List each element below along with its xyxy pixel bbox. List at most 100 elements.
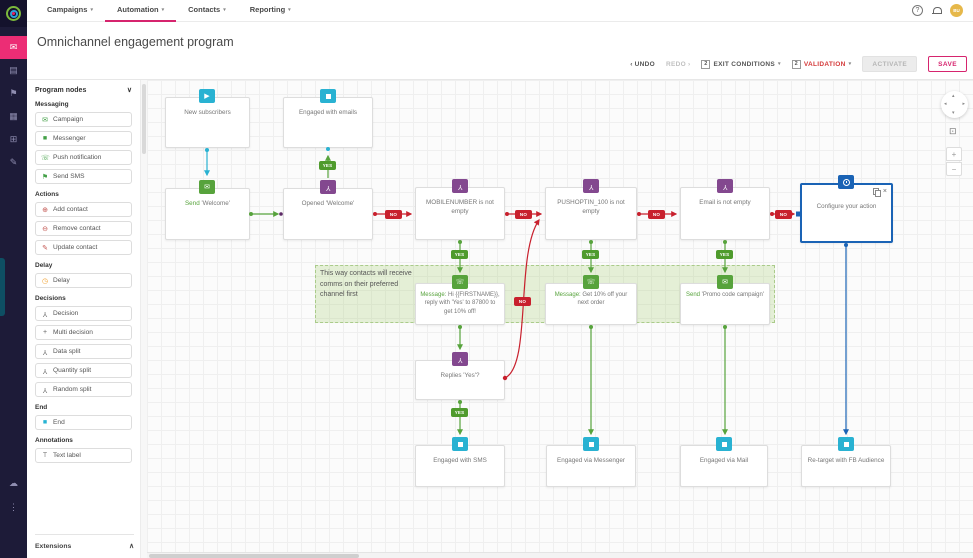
help-icon[interactable]: ? <box>912 5 923 16</box>
panel-item-update-contact[interactable]: ✎Update contact <box>35 240 132 255</box>
push-send-icon[interactable]: ☏ <box>583 275 599 289</box>
square-icon <box>457 441 463 447</box>
quantity-split-icon: Y <box>42 367 48 374</box>
panel-item-remove-contact[interactable]: ⊖Remove contact <box>35 221 132 236</box>
validation-dropdown[interactable]: 2 VALIDATION ▾ <box>791 59 852 69</box>
panel-footer-extensions[interactable]: Extensions∧ <box>35 534 134 550</box>
pan-control[interactable]: ▴ ▾ ◂ ▸ <box>941 91 968 118</box>
fit-to-screen-icon[interactable]: ⊡ <box>949 126 957 136</box>
node-label: Opened 'Welcome' <box>301 200 355 207</box>
panel-item-end[interactable]: ■End <box>35 415 132 430</box>
rail-item-forms[interactable]: ▤ <box>0 59 27 82</box>
annotation-text[interactable]: This way contacts will receive comms on … <box>320 270 412 298</box>
no-branch-badge: NO <box>385 210 402 219</box>
page-header: Omnichannel engagement program ‹UNDO RED… <box>27 22 973 80</box>
bell-icon[interactable] <box>932 6 942 15</box>
pan-left-icon[interactable]: ◂ <box>944 101 947 107</box>
node-mobilenumber-not-empty[interactable]: MOBILENUMBER is not empty <box>415 187 505 240</box>
box-icon: ⊞ <box>9 134 18 144</box>
more-menu-button[interactable]: ⋮ <box>0 502 27 513</box>
end-node-icon[interactable] <box>838 437 854 451</box>
support-button[interactable]: ☁ <box>0 478 27 489</box>
node-retarget-fb-audience[interactable]: Re-target with FB Audience <box>801 445 891 487</box>
nav-reporting[interactable]: Reporting▾ <box>238 0 303 22</box>
chevron-down-icon: ▾ <box>90 6 93 13</box>
node-configure-your-action[interactable]: Configure your action × <box>800 183 893 243</box>
cloud-icon: ☁ <box>9 478 18 488</box>
decision-node-icon[interactable]: Y <box>717 179 733 193</box>
panel-item-add-contact[interactable]: ⊕Add contact <box>35 202 132 217</box>
node-label: Replies 'Yes'? <box>440 372 480 379</box>
split-icon: Y <box>457 355 463 363</box>
end-node-icon[interactable] <box>320 89 336 103</box>
square-icon <box>721 441 727 447</box>
decision-node-icon[interactable]: Y <box>583 179 599 193</box>
panel-item-multi-decision[interactable]: +Multi decision <box>35 325 132 340</box>
app-rail: ✉ ▤ ⚑ ▦ ⊞ ✎ ☁ ⋮ <box>0 0 27 558</box>
avatar[interactable]: BU <box>950 4 963 17</box>
horizontal-scrollbar[interactable] <box>147 552 973 558</box>
decision-node-icon[interactable]: Y <box>452 352 468 366</box>
rail-item-email-campaigns[interactable]: ✉ <box>0 36 27 59</box>
sms-send-icon[interactable]: ☏ <box>452 275 468 289</box>
email-send-icon[interactable]: ✉ <box>717 275 733 289</box>
panel-item-push-notification[interactable]: ☏Push notification <box>35 150 132 165</box>
workflow-canvas[interactable]: This way contacts will receive comms on … <box>147 80 973 558</box>
rail-item-commerce[interactable]: ⊞ <box>0 128 27 151</box>
panel-scrollbar[interactable] <box>140 80 147 558</box>
end-node-icon[interactable] <box>452 437 468 451</box>
square-icon <box>843 441 849 447</box>
split-icon: Y <box>325 183 331 191</box>
zoom-out-button[interactable]: − <box>946 162 962 176</box>
node-engaged-via-mail[interactable]: Engaged via Mail <box>680 445 768 487</box>
delay-node-icon[interactable] <box>838 175 854 189</box>
rail-item-content[interactable]: ✎ <box>0 151 27 174</box>
zoom-in-button[interactable]: + <box>946 147 962 161</box>
yes-branch-badge: YES <box>319 161 336 170</box>
pan-right-icon[interactable]: ▸ <box>962 101 965 107</box>
decision-node-icon[interactable]: Y <box>452 179 468 193</box>
undo-button[interactable]: ‹UNDO <box>630 61 655 68</box>
panel-item-send-sms[interactable]: ⚑Send SMS <box>35 169 132 184</box>
exit-conditions-dropdown[interactable]: 2 EXIT CONDITIONS ▾ <box>701 59 781 69</box>
nav-campaigns[interactable]: Campaigns▾ <box>35 0 105 22</box>
node-push-message[interactable]: Message: Get 10% off your next order <box>545 283 637 325</box>
split-icon: Y <box>457 182 463 190</box>
panel-item-campaign[interactable]: ✉Campaign <box>35 112 132 127</box>
end-node-icon[interactable] <box>716 437 732 451</box>
node-engaged-with-sms[interactable]: Engaged with SMS <box>415 445 505 487</box>
pan-down-icon[interactable]: ▾ <box>952 110 955 116</box>
item-label: Add contact <box>53 206 88 213</box>
node-label: Configure your action <box>816 203 877 210</box>
panel-item-messenger[interactable]: ■Messenger <box>35 131 132 146</box>
node-sms-message[interactable]: Message: Hi {{FIRSTNAME}}, reply with 'Y… <box>415 283 505 325</box>
redo-button[interactable]: REDO› <box>666 61 690 68</box>
email-send-icon[interactable]: ✉ <box>199 180 215 194</box>
chevron-left-icon: ‹ <box>630 60 633 68</box>
panel-item-delay[interactable]: ◷Delay <box>35 273 132 288</box>
brand-logo[interactable] <box>0 0 27 27</box>
save-button[interactable]: SAVE <box>928 56 967 72</box>
node-email-not-empty[interactable]: Email is not empty <box>680 187 770 240</box>
panel-header-program-nodes[interactable]: Program nodes∨ <box>35 86 132 95</box>
rail-item-products[interactable]: ▦ <box>0 105 27 128</box>
end-node-icon[interactable] <box>583 437 599 451</box>
entry-point-icon[interactable]: ▶ <box>199 89 215 103</box>
nav-contacts[interactable]: Contacts▾ <box>176 0 238 22</box>
node-engaged-via-messenger[interactable]: Engaged via Messenger <box>546 445 636 487</box>
nav-automation[interactable]: Automation▾ <box>104 0 177 22</box>
pan-up-icon[interactable]: ▴ <box>952 93 955 99</box>
copy-icon[interactable] <box>872 188 881 197</box>
yes-branch-badge: YES <box>716 250 733 259</box>
close-icon[interactable]: × <box>882 188 887 195</box>
node-pushoptin-not-empty[interactable]: PUSHOPTIN_100 is not empty <box>545 187 637 240</box>
activate-button[interactable]: ACTIVATE <box>862 56 918 72</box>
program-nodes-panel: Program nodes∨ Messaging ✉Campaign ■Mess… <box>27 80 140 558</box>
rail-item-campaigns[interactable]: ⚑ <box>0 82 27 105</box>
decision-node-icon[interactable]: Y <box>320 180 336 194</box>
